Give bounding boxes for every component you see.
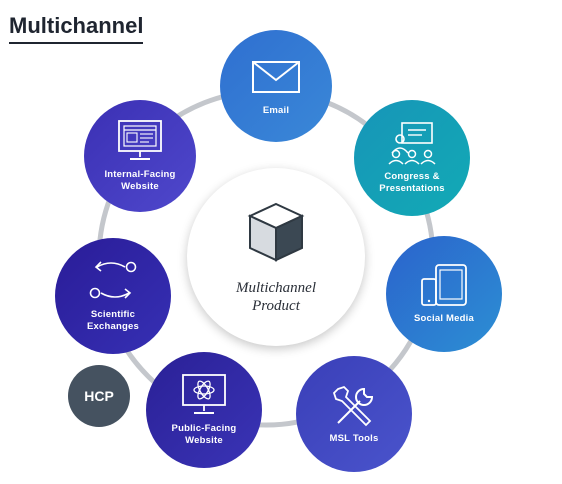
node-label: Email	[262, 105, 290, 116]
node-congress-presentations[interactable]: Congress & Presentations	[354, 100, 470, 216]
exchange-arrows-icon	[87, 259, 139, 303]
hcp-badge: HCP	[68, 365, 130, 427]
envelope-icon	[250, 55, 302, 99]
node-label: Social Media	[414, 313, 474, 324]
node-label: Public-Facing Website	[171, 423, 237, 446]
audience-presentation-icon	[386, 121, 438, 165]
tools-icon	[328, 383, 380, 427]
node-internal-facing-website[interactable]: Internal-Facing Website	[84, 100, 196, 212]
page-title: Multichannel	[9, 13, 144, 44]
node-scientific-exchanges[interactable]: Scientific Exchanges	[55, 238, 171, 354]
devices-icon	[418, 263, 470, 307]
hcp-label: HCP	[84, 388, 114, 404]
monitor-atom-icon	[178, 373, 230, 417]
node-email[interactable]: Email	[220, 30, 332, 142]
node-social-media[interactable]: Social Media	[386, 236, 502, 352]
monitor-webpage-icon	[114, 119, 166, 163]
node-label: Congress & Presentations	[379, 171, 445, 194]
node-label: MSL Tools	[329, 433, 379, 444]
node-label: Internal-Facing Website	[104, 169, 176, 192]
cube-icon	[244, 200, 308, 269]
center-label: Multichannel Product	[236, 279, 316, 314]
center-product[interactable]: Multichannel Product	[187, 168, 365, 346]
node-label: Scientific Exchanges	[87, 309, 139, 332]
node-msl-tools[interactable]: MSL Tools	[296, 356, 412, 472]
node-public-facing-website[interactable]: Public-Facing Website	[146, 352, 262, 468]
